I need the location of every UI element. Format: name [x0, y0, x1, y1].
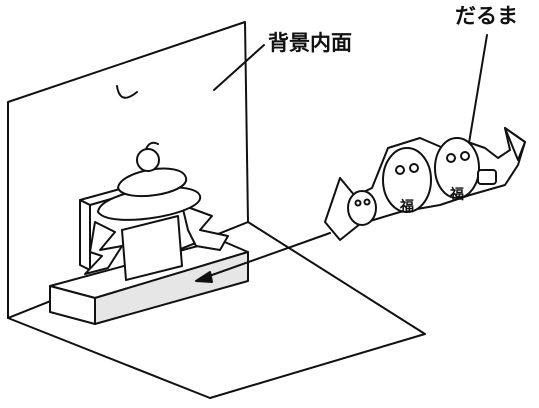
- daruma-label: だるま: [455, 4, 518, 28]
- daruma-cutout-card: [324, 127, 526, 241]
- back-wall-panel: [7, 21, 249, 319]
- back-inner-face-label: 背景内面: [268, 31, 352, 55]
- insertion-arrow: [195, 232, 331, 283]
- lucky-char-right: 福: [450, 187, 464, 203]
- kagami-mochi-decoration: [84, 141, 229, 281]
- lucky-char-left: 福: [400, 199, 414, 215]
- hook-mark: [116, 85, 138, 99]
- back-label-leader: [213, 44, 265, 91]
